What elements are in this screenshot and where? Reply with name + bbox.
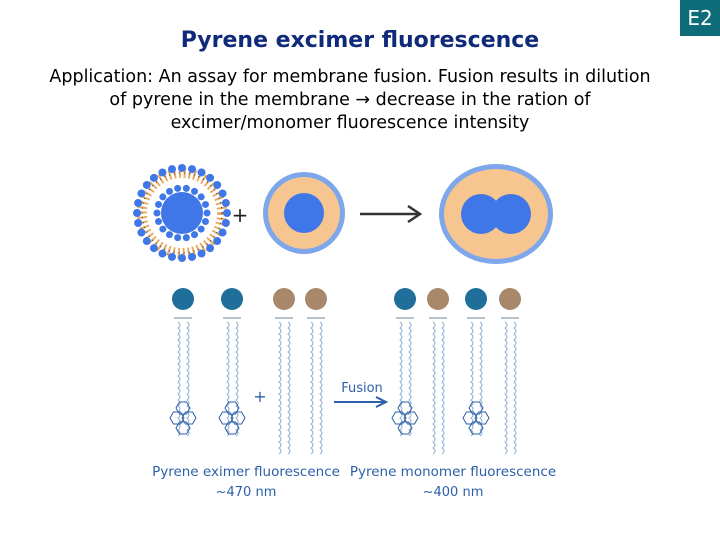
monomer-wavelength: ~400 nm (423, 485, 484, 500)
plain-lipid (305, 288, 327, 455)
lipid-head (221, 219, 230, 228)
lipid-head (182, 184, 190, 192)
lipid-head (191, 187, 198, 195)
fusion-arrow-bottom (334, 396, 389, 408)
fused-vesicle (439, 164, 553, 264)
lipid-head (197, 193, 205, 201)
lipid-head (221, 198, 230, 207)
lipid-head (201, 218, 209, 226)
lipid-head (188, 252, 197, 261)
lipid-head (206, 173, 215, 182)
pyrene-lipid (218, 288, 246, 437)
lipid-head (201, 200, 209, 208)
lipid-head (155, 200, 163, 208)
lipid-molecules (169, 288, 521, 455)
lipid-head (174, 234, 182, 242)
lipid-head (197, 225, 205, 233)
lipid-head (137, 228, 146, 237)
lipid-head (158, 168, 167, 177)
lipid-head (166, 187, 173, 195)
lipid-head (137, 189, 146, 198)
fusion-arrow-top (360, 204, 423, 224)
lipid-head (188, 165, 197, 174)
lipid-head (191, 231, 198, 239)
lipid-head (206, 244, 215, 253)
excimer-wavelength: ~470 nm (216, 485, 277, 500)
lipid-head (218, 189, 227, 198)
lipid-head (178, 254, 186, 262)
plain-lipid (427, 288, 449, 455)
lipid-head (167, 165, 176, 174)
lipid-head (203, 209, 211, 217)
excimer-label: Pyrene eximer fluorescence (152, 464, 340, 480)
lipid-head (197, 249, 206, 258)
outer-head-ring (133, 164, 231, 262)
slide-number-badge: E2 (680, 0, 720, 36)
plus-sign-top: + (232, 203, 249, 227)
lipid-head (134, 198, 143, 207)
lipid-head (134, 219, 143, 228)
lipid-head (158, 249, 167, 258)
lipid-head (153, 209, 161, 217)
lipid-head (213, 237, 222, 246)
lipid-head (197, 168, 206, 177)
pyrene-lipid (462, 288, 490, 437)
monomer-label: Pyrene monomer fluorescence (350, 464, 556, 480)
slide-title: Pyrene excimer fluorescence (180, 28, 540, 53)
fusion-label: Fusion (341, 381, 383, 396)
lipid-head (155, 218, 163, 226)
unlabeled-vesicle (263, 172, 345, 254)
slide-description: Application: An assay for membrane fusio… (49, 67, 651, 133)
plus-sign-middle: + (253, 387, 266, 406)
pyrene-ring (169, 401, 197, 435)
lipid-head (149, 173, 158, 182)
lipid-head (167, 252, 176, 261)
lipid-head (213, 180, 222, 189)
lipid-head (174, 184, 182, 192)
lipid-head (178, 164, 186, 172)
pyrene-lipid (391, 288, 419, 437)
lipid-head (166, 231, 173, 239)
pyrene-ring (462, 401, 490, 435)
lipid-head (159, 193, 167, 201)
lipid-head (218, 228, 227, 237)
pyrene-ring (391, 401, 419, 435)
plain-lipid (273, 288, 295, 455)
lipid-head (159, 225, 167, 233)
lipid-head (182, 234, 190, 242)
pyrene-lipid (169, 288, 197, 437)
inner-head-ring (153, 184, 211, 242)
plain-lipid (499, 288, 521, 455)
lipid-head (142, 237, 151, 246)
lipid-head (133, 209, 141, 217)
lipid-head (223, 209, 231, 217)
lipid-head (142, 180, 151, 189)
pyrene-ring (218, 401, 246, 435)
lipid-head (149, 244, 158, 253)
labeled-vesicle (133, 164, 231, 262)
